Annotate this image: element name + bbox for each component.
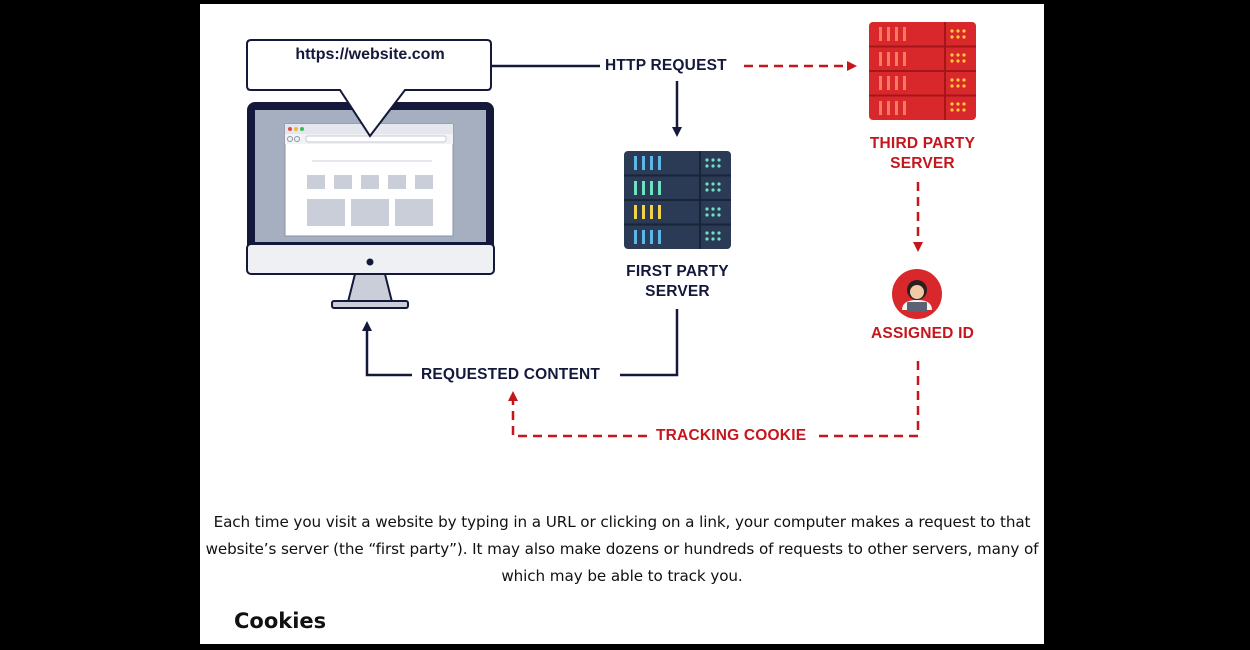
first-party-line-1: FIRST PARTY	[626, 263, 729, 280]
third-party-server-label: THIRD PARTY SERVER	[845, 134, 1000, 174]
http-request-label: HTTP REQUEST	[605, 57, 727, 74]
first-party-server-icon	[624, 151, 731, 249]
article-page: https://website.com HTTP REQUEST FIRST P…	[200, 4, 1044, 644]
user-avatar-icon	[892, 269, 942, 319]
article-caption: Each time you visit a website by typing …	[205, 513, 1039, 585]
tracking-cookie-label: TRACKING COOKIE	[656, 427, 807, 444]
third-party-line-1: THIRD PARTY	[869, 135, 976, 152]
third-party-server-icon	[869, 22, 976, 120]
computer-monitor-icon	[246, 102, 495, 309]
third-party-line-2: SERVER	[890, 155, 955, 172]
assigned-id-label: ASSIGNED ID	[871, 325, 974, 342]
tracking-cookie-line	[819, 361, 920, 438]
diagram-graphics	[246, 22, 976, 438]
url-speech-bubble	[246, 39, 492, 138]
content-return-arrow	[362, 321, 412, 377]
tracking-diagram: https://website.com HTTP REQUEST FIRST P…	[200, 4, 1044, 474]
requested-content-label: REQUESTED CONTENT	[421, 366, 601, 383]
tracking-cookie-arrow	[508, 391, 647, 438]
section-heading: Cookies	[234, 609, 327, 633]
url-text: https://website.com	[295, 46, 445, 63]
first-party-server-label: FIRST PARTY SERVER	[600, 262, 755, 302]
browser-window-icon	[284, 123, 454, 237]
first-party-line-2: SERVER	[645, 283, 710, 300]
content-return-line	[620, 309, 679, 377]
